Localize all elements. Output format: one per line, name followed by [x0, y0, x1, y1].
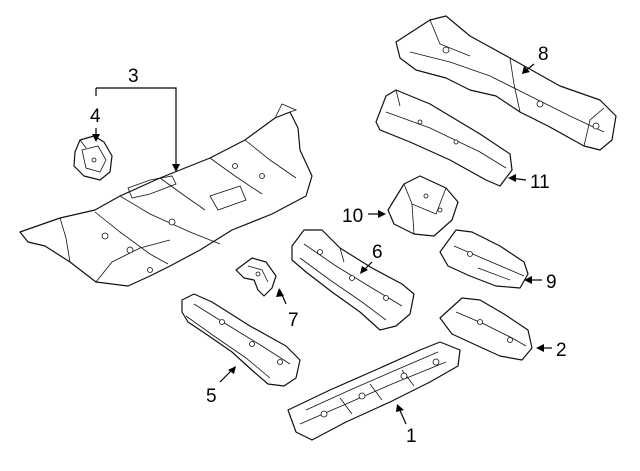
callout-10: 10 — [342, 206, 363, 227]
callout-8: 8 — [538, 44, 549, 65]
part-2-bracket — [439, 297, 533, 361]
part-5-rail — [181, 293, 301, 387]
callout-labels: 3 4 8 11 10 6 7 5 9 2 1 — [90, 44, 567, 447]
callout-2: 2 — [556, 340, 567, 361]
callout-1: 1 — [406, 426, 417, 447]
callout-5: 5 — [206, 386, 217, 407]
part-4-bracket — [73, 135, 113, 181]
part-3-floor-pan-assembly — [19, 103, 313, 287]
leader-3 — [96, 87, 177, 170]
leader-lines — [92, 63, 552, 425]
arrow-9 — [524, 276, 532, 284]
callout-7: 7 — [288, 310, 299, 331]
part-10-bracket — [387, 175, 459, 237]
callout-9: 9 — [546, 272, 557, 293]
arrow-11 — [508, 174, 516, 182]
arrow-8 — [522, 66, 530, 74]
arrow-3 — [172, 164, 180, 172]
arrow-2 — [536, 344, 544, 352]
part-6-cross-member — [291, 229, 415, 331]
arrow-6 — [360, 266, 368, 274]
arrow-7 — [276, 288, 284, 297]
callout-4: 4 — [90, 106, 101, 127]
callout-11: 11 — [530, 172, 550, 193]
arrow-1 — [396, 404, 404, 412]
part-8-rear-panel — [395, 15, 617, 151]
part-11-cross-member — [375, 89, 513, 187]
callout-6: 6 — [372, 242, 383, 263]
callout-3: 3 — [128, 66, 139, 87]
part-1-floor-panel — [287, 341, 461, 441]
arrow-4 — [92, 134, 100, 142]
arrow-10 — [378, 210, 386, 218]
arrow-5 — [228, 366, 236, 374]
part-9-bracket — [439, 229, 529, 289]
part-7-bracket — [235, 257, 277, 297]
